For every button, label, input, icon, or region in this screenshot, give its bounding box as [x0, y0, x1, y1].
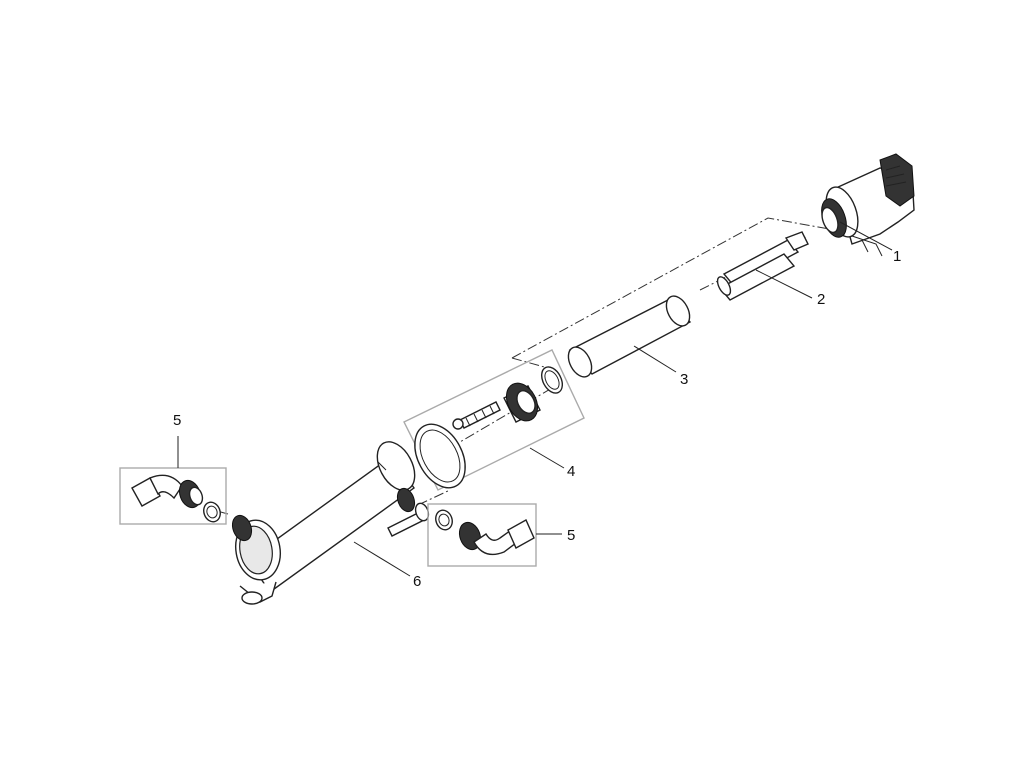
- hose-connector-left-part: [119, 467, 227, 525]
- callout-part-4: 4: [567, 463, 576, 480]
- leader-lines: [177, 221, 893, 577]
- callout-part-1: 1: [893, 248, 902, 265]
- uv-lamp-part: [716, 231, 809, 301]
- callout-part-2: 2: [817, 291, 826, 308]
- callout-part-6: 6: [413, 573, 422, 590]
- callout-part-3: 3: [680, 371, 689, 388]
- housing-part: [231, 441, 430, 605]
- callout-part-5-right: 5: [567, 527, 576, 544]
- seal-set-part: [403, 349, 585, 491]
- lamp-head-part: [821, 153, 915, 257]
- quartz-tube-part: [567, 295, 692, 378]
- hose-connector-right-part: [427, 503, 537, 567]
- callout-part-5-left: 5: [173, 412, 182, 429]
